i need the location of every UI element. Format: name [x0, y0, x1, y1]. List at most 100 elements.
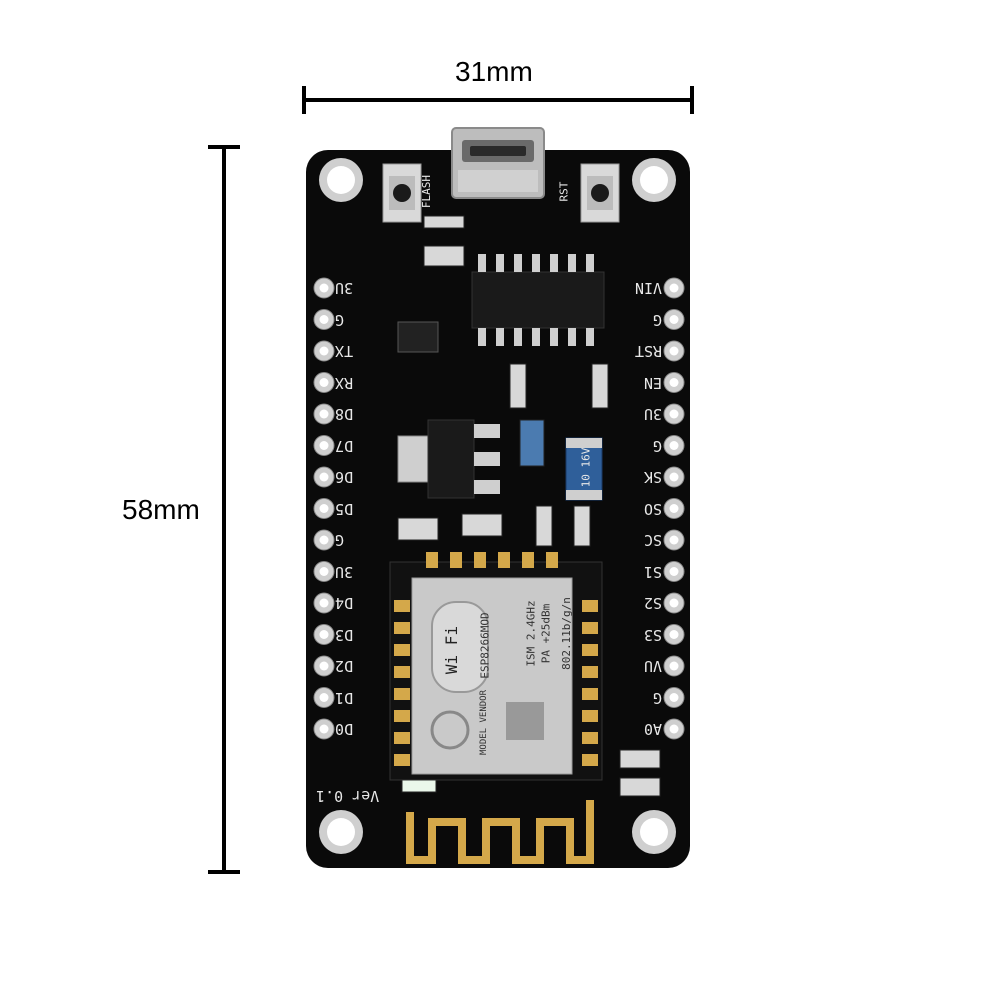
- micro-usb-connector: [451, 127, 545, 199]
- right-pin-2-hole: [669, 346, 679, 356]
- right-pin-label: 3U: [643, 405, 662, 423]
- right-header-pins: [663, 277, 685, 740]
- module-pad: [582, 710, 598, 722]
- module-pad: [582, 644, 598, 656]
- left-pin-8-hole: [319, 535, 329, 545]
- module-spec-pa: PA +25dBm: [539, 603, 553, 664]
- left-pin-label: D3: [335, 625, 354, 644]
- left-pin-2-hole: [319, 346, 329, 356]
- module-pad: [394, 732, 410, 744]
- right-pin-11-hole: [669, 630, 679, 639]
- left-pin-13-hole: [319, 693, 329, 702]
- module-spec-ism: ISM 2.4GHz: [524, 600, 538, 667]
- flash-button-label: FLASH: [420, 174, 434, 209]
- pcb-antenna: [406, 800, 594, 864]
- left-pin-6-hole: [319, 472, 329, 482]
- left-pin-9-hole: [319, 567, 329, 576]
- left-pin-11-hole: [319, 630, 329, 639]
- right-pin-5-hole: [669, 441, 679, 450]
- width-dimension-label: 31mm: [455, 56, 533, 87]
- module-pad: [522, 552, 534, 568]
- left-pin-label: TX: [335, 342, 354, 360]
- right-pin-label: SC: [643, 531, 662, 549]
- left-pin-label: D5: [335, 499, 354, 518]
- left-pin-3-hole: [319, 378, 329, 387]
- usb-serial-chip: [471, 254, 605, 346]
- module-pad: [582, 666, 598, 678]
- module-spec-std: 802.11b/g/n: [559, 597, 573, 670]
- left-pin-label: D6: [335, 468, 354, 486]
- right-pin-label: VIN: [634, 279, 662, 297]
- left-pin-label: 3U: [335, 279, 354, 297]
- board-version-label: Ver 0.1: [316, 787, 380, 805]
- left-pin-5-hole: [319, 441, 329, 450]
- left-pin-label: D1: [335, 688, 354, 707]
- right-pin-13-hole: [669, 693, 679, 702]
- right-pin-label: SK: [643, 468, 662, 486]
- voltage-regulator: [397, 419, 500, 499]
- mounting-holes: [319, 158, 676, 854]
- module-pad: [546, 552, 558, 568]
- right-pin-8-hole: [669, 535, 679, 545]
- module-pad: [450, 552, 462, 568]
- left-pin-label: RX: [335, 373, 354, 392]
- right-pin-label: SO: [643, 499, 662, 518]
- right-pin-14-hole: [669, 724, 679, 734]
- module-pad: [394, 666, 410, 678]
- module-pad: [498, 552, 510, 568]
- module-pad: [394, 644, 410, 656]
- left-pin-label: G: [335, 310, 345, 329]
- right-pin-label: S1: [643, 562, 662, 581]
- height-dimension-label: 58mm: [122, 494, 200, 525]
- module-pad: [394, 622, 410, 634]
- left-pin-label: D8: [335, 405, 354, 423]
- right-pin-1-hole: [669, 315, 679, 324]
- left-pin-14-hole: [319, 724, 329, 734]
- module-pad: [474, 552, 486, 568]
- right-pin-label: G: [652, 310, 662, 329]
- module-pad: [582, 600, 598, 612]
- left-pin-10-hole: [319, 598, 329, 608]
- right-pin-label: A0: [643, 720, 662, 738]
- module-pad: [394, 688, 410, 700]
- left-pin-label: G: [335, 531, 345, 549]
- flash-button[interactable]: [382, 163, 422, 223]
- left-pin-12-hole: [319, 661, 329, 671]
- height-dimension-line: [208, 145, 240, 874]
- module-pad: [394, 600, 410, 612]
- module-pad: [582, 732, 598, 744]
- left-pin-0-hole: [319, 283, 329, 293]
- smd-components: [397, 215, 661, 797]
- left-pin-4-hole: [319, 409, 329, 419]
- left-pin-label: D4: [335, 594, 354, 612]
- right-pin-label: VU: [643, 657, 662, 675]
- module-pad: [394, 754, 410, 766]
- tantalum-capacitor: [565, 437, 603, 501]
- module-pad: [582, 622, 598, 634]
- right-pin-label: S2: [643, 594, 662, 612]
- width-dimension-line: [302, 86, 694, 114]
- right-pin-0-hole: [669, 283, 679, 293]
- esp8266-module: [389, 552, 603, 781]
- right-pin-9-hole: [669, 567, 679, 576]
- reset-button-label: RST: [557, 181, 571, 202]
- module-pad: [394, 710, 410, 722]
- reset-button[interactable]: [580, 163, 620, 223]
- module-pad: [426, 552, 438, 568]
- right-pin-4-hole: [669, 409, 679, 419]
- left-pin-7-hole: [319, 504, 329, 513]
- left-pin-label: 3U: [335, 562, 354, 581]
- right-pin-6-hole: [669, 472, 679, 482]
- module-pad: [582, 688, 598, 700]
- capacitor-marking: 10 16V: [579, 447, 593, 488]
- right-pin-3-hole: [669, 378, 679, 387]
- right-pin-label: G: [652, 436, 662, 455]
- right-pin-10-hole: [669, 598, 679, 608]
- right-pin-label: EN: [643, 373, 662, 392]
- right-pin-7-hole: [669, 504, 679, 513]
- left-header-pins: [313, 277, 335, 740]
- right-pin-label: G: [652, 688, 662, 707]
- right-pin-12-hole: [669, 661, 679, 671]
